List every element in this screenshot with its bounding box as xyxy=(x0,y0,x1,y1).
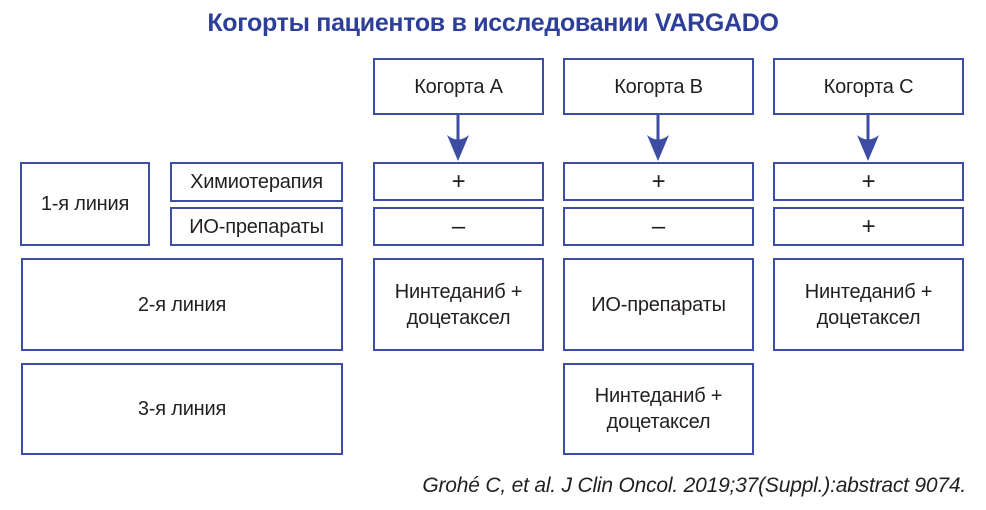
cohort-c-io-value: + xyxy=(773,207,964,246)
cohort-a-io-value: – xyxy=(373,207,544,246)
chemotherapy-label-box: Химиотерапия xyxy=(170,162,343,202)
arrow-down-icon xyxy=(447,115,469,161)
cohort-c-line2-therapy: Нинтеданиб + доцетаксел xyxy=(773,258,964,351)
cohort-b-header: Когорта B xyxy=(563,58,754,115)
cohort-b-line3-therapy: Нинтеданиб + доцетаксел xyxy=(563,363,754,455)
line3-label-box: 3-я линия xyxy=(21,363,343,455)
cohort-a-line2-therapy: Нинтеданиб + доцетаксел xyxy=(373,258,544,351)
cohort-b-io-value: – xyxy=(563,207,754,246)
cohort-a-header: Когорта A xyxy=(373,58,544,115)
arrow-down-icon xyxy=(857,115,879,161)
citation-text: Grohé C, et al. J Clin Oncol. 2019;37(Su… xyxy=(422,474,966,497)
cohort-b-line2-therapy: ИО-препараты xyxy=(563,258,754,351)
diagram-title: Когорты пациентов в исследовании VARGADO xyxy=(207,9,779,37)
cohort-a-chemo-value: + xyxy=(373,162,544,201)
arrow-down-icon xyxy=(647,115,669,161)
cohort-b-chemo-value: + xyxy=(563,162,754,201)
line1-label-box: 1-я линия xyxy=(20,162,150,246)
cohort-c-header: Когорта C xyxy=(773,58,964,115)
cohort-c-chemo-value: + xyxy=(773,162,964,201)
line2-label-box: 2-я линия xyxy=(21,258,343,351)
io-drugs-label-box: ИО-препараты xyxy=(170,207,343,246)
